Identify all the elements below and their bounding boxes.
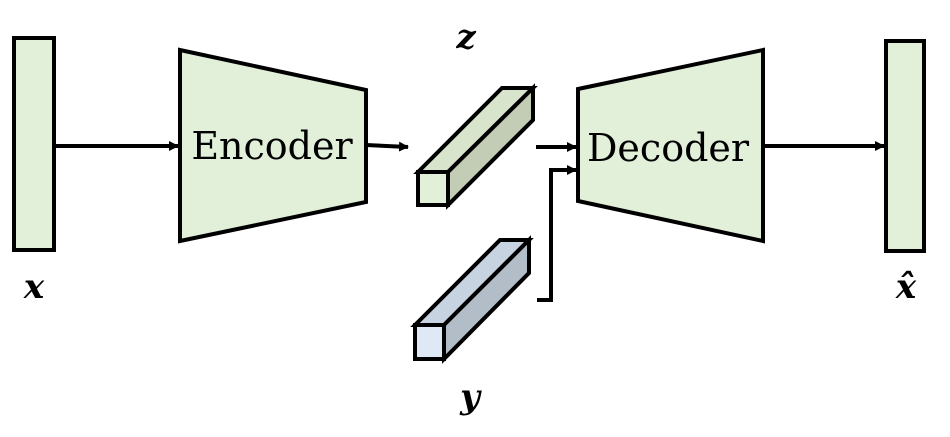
encoder-block: [178, 47, 368, 244]
condition-vector: [410, 235, 534, 364]
output-vector: [884, 39, 926, 253]
output-label: x̂: [895, 267, 917, 307]
arrow-condition-to-decoder: [537, 165, 577, 302]
latent-vector: [413, 83, 538, 210]
arrow-encoder-to-latent: [365, 141, 409, 152]
encoder-label: Encoder: [191, 124, 353, 168]
latent-label: z: [455, 17, 476, 57]
input-vector: [12, 36, 56, 252]
condition-label: y: [459, 377, 482, 417]
decoder-block: [576, 47, 765, 244]
input-label: x: [23, 267, 45, 307]
decoder-label: Decoder: [587, 126, 750, 170]
